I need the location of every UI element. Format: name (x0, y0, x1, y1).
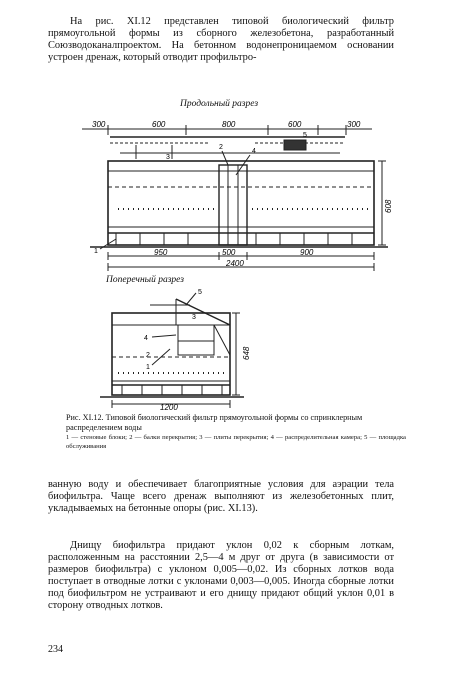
dim-bottom-2: 500 (222, 248, 236, 257)
body-paragraph-2: Днищу биофильтра придают уклон 0,02 к сб… (48, 540, 394, 613)
callout-long-1: 1 (94, 248, 98, 255)
dim-height-trans: 648 (242, 346, 251, 360)
callout-trans-3: 3 (192, 314, 196, 321)
transverse-section-drawing: 5 4 3 2 1 648 1200 (100, 289, 251, 410)
callout-long-3: 3 (166, 154, 170, 161)
body-paragraph-1: ванную воду и обеспечивает благоприятные… (48, 479, 394, 515)
dim-top-1: 300 (92, 120, 106, 129)
callout-trans-2: 2 (146, 352, 150, 359)
dim-top-2: 600 (152, 120, 166, 129)
dim-width-trans: 1200 (160, 403, 178, 410)
callout-trans-4: 4 (144, 335, 148, 342)
dim-top-4: 600 (288, 120, 302, 129)
figure-legend: 1 — стеновые блоки; 2 — балки перекрытия… (66, 434, 406, 450)
dim-total: 2400 (225, 259, 244, 268)
callout-long-2: 2 (219, 144, 223, 151)
callout-long-5: 5 (303, 132, 307, 139)
dim-top-3: 800 (222, 120, 236, 129)
top-paragraph-text: На рис. XI.12 представлен типовой биолог… (48, 16, 394, 64)
transverse-section-title: Поперечный разрез (106, 275, 184, 285)
longitudinal-section-drawing: 300 600 800 600 300 950 500 900 2400 608… (82, 120, 393, 271)
caption-label: Рис. XI.12. (66, 413, 104, 422)
caption-text: Типовой биологический фильтр прямоугольн… (66, 413, 363, 432)
page-number: 234 (48, 644, 63, 655)
callout-trans-1: 1 (146, 364, 150, 371)
dim-top-5: 300 (347, 120, 361, 129)
dim-bottom-3: 900 (300, 248, 314, 257)
callout-long-4: 4 (252, 148, 256, 155)
dim-height-long: 608 (384, 199, 393, 213)
figure-caption: Рис. XI.12. Типовой биологический фильтр… (66, 413, 406, 433)
body-paragraph-2-text: Днищу биофильтра придают уклон 0,02 к сб… (48, 540, 394, 612)
dim-bottom-1: 950 (154, 248, 168, 257)
top-paragraph: На рис. XI.12 представлен типовой биолог… (48, 16, 394, 64)
callout-trans-5: 5 (198, 289, 202, 296)
longitudinal-section-title: Продольный разрез (180, 99, 259, 109)
